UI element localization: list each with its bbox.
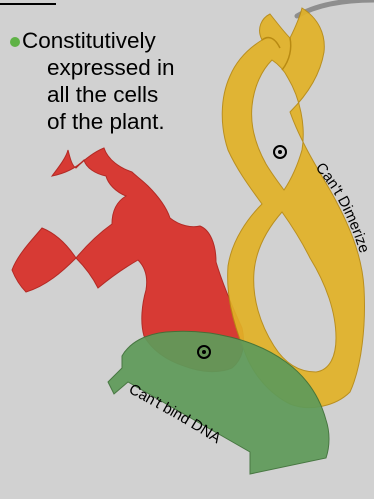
- bullet-line-3: all the cells: [22, 81, 218, 108]
- bullet-dot-icon: [10, 37, 20, 47]
- bullet-line-1: Constitutively: [22, 28, 156, 53]
- bullet-text: Constitutively expressed in all the cell…: [8, 27, 218, 135]
- bullet-point: Constitutively expressed in all the cell…: [8, 27, 218, 135]
- bullet-line-4: of the plant.: [22, 108, 218, 135]
- pivot-yellow: [274, 146, 286, 158]
- bullet-line-2: expressed in: [22, 54, 218, 81]
